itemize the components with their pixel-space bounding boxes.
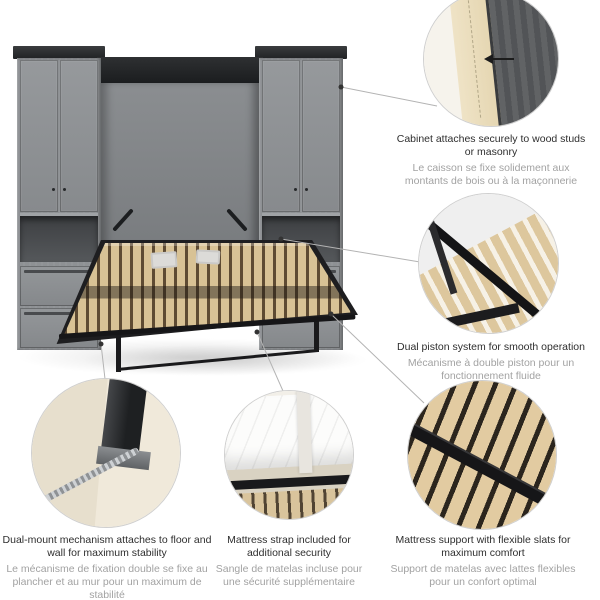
mattress-strap-rolled: [150, 251, 178, 269]
mattress-graphic: [225, 391, 353, 471]
mattress-strap-rolled: [195, 249, 221, 265]
callout-subtitle-fr: Le mécanisme de fixation double se fixe …: [6, 563, 208, 600]
callout-caption-dual-piston: Dual piston system for smooth operation …: [392, 341, 590, 383]
cabinet-door: [20, 60, 58, 212]
attachment-arrow-head: [479, 53, 493, 64]
bed-cabinet-opening: [101, 80, 259, 248]
cabinet-door: [60, 60, 98, 212]
cabinet-attachment-closeup: [424, 0, 558, 126]
drawer-handle-groove: [24, 270, 94, 273]
bed-leg-right: [314, 316, 319, 352]
right-cabinet-crown: [255, 46, 347, 59]
mattress-strap-closeup: [225, 391, 353, 519]
door-knob: [294, 188, 297, 191]
cabinet-door: [302, 60, 340, 212]
flexible-slats-closeup: [408, 381, 556, 529]
callout-title: Dual-mount mechanism attaches to floor a…: [2, 534, 212, 559]
callout-circle-dual-piston: [418, 193, 559, 334]
shelf-edge: [262, 213, 340, 216]
attachment-arrow: [489, 57, 514, 60]
callout-caption-dual-mount: Dual-mount mechanism attaches to floor a…: [2, 534, 212, 600]
open-shelf-cubby: [20, 213, 98, 262]
door-knob: [63, 188, 66, 191]
piston-mechanism-left: [112, 208, 134, 232]
callout-subtitle-fr: Support de matelas avec lattes flexibles…: [390, 563, 576, 588]
callout-caption-cabinet-attachment: Cabinet attaches securely to wood studs …: [392, 133, 590, 188]
left-storage-cabinet: [17, 58, 101, 350]
piston-mechanism-right: [226, 208, 248, 232]
callout-caption-mattress-support: Mattress support with flexible slats for…: [381, 534, 585, 589]
drawer-handle-groove: [24, 312, 94, 315]
callout-circle-cabinet-attachment: [423, 0, 559, 127]
piston-closeup: [419, 194, 558, 333]
callout-title: Mattress strap included for additional s…: [227, 534, 351, 559]
slats-graphic: [408, 381, 556, 529]
callout-caption-mattress-strap: Mattress strap included for additional s…: [211, 534, 367, 589]
door-knob: [52, 188, 55, 191]
callout-circle-dual-mount: [31, 378, 181, 528]
door-knob: [305, 188, 308, 191]
callout-subtitle-fr: Mécanisme à double piston pour un foncti…: [407, 357, 575, 382]
callout-subtitle-fr: Le caisson se fixe solidement aux montan…: [404, 162, 578, 187]
bed-leg-left: [116, 334, 121, 372]
dual-mount-closeup: [32, 379, 180, 527]
cabinet-door: [262, 60, 300, 212]
callout-circle-mattress-strap: [224, 390, 354, 520]
shelf-edge: [20, 213, 98, 216]
callout-title: Mattress support with flexible slats for…: [395, 534, 571, 559]
callout-title: Cabinet attaches securely to wood studs …: [396, 133, 586, 158]
callout-circle-mattress-support: [407, 380, 557, 530]
callout-subtitle-fr: Sangle de matelas incluse pour une sécur…: [215, 563, 363, 588]
left-cabinet-crown: [13, 46, 105, 59]
strap-graphic: [296, 391, 313, 474]
callout-title: Dual piston system for smooth operation: [397, 341, 585, 353]
bed-cabinet-header: [97, 57, 263, 83]
